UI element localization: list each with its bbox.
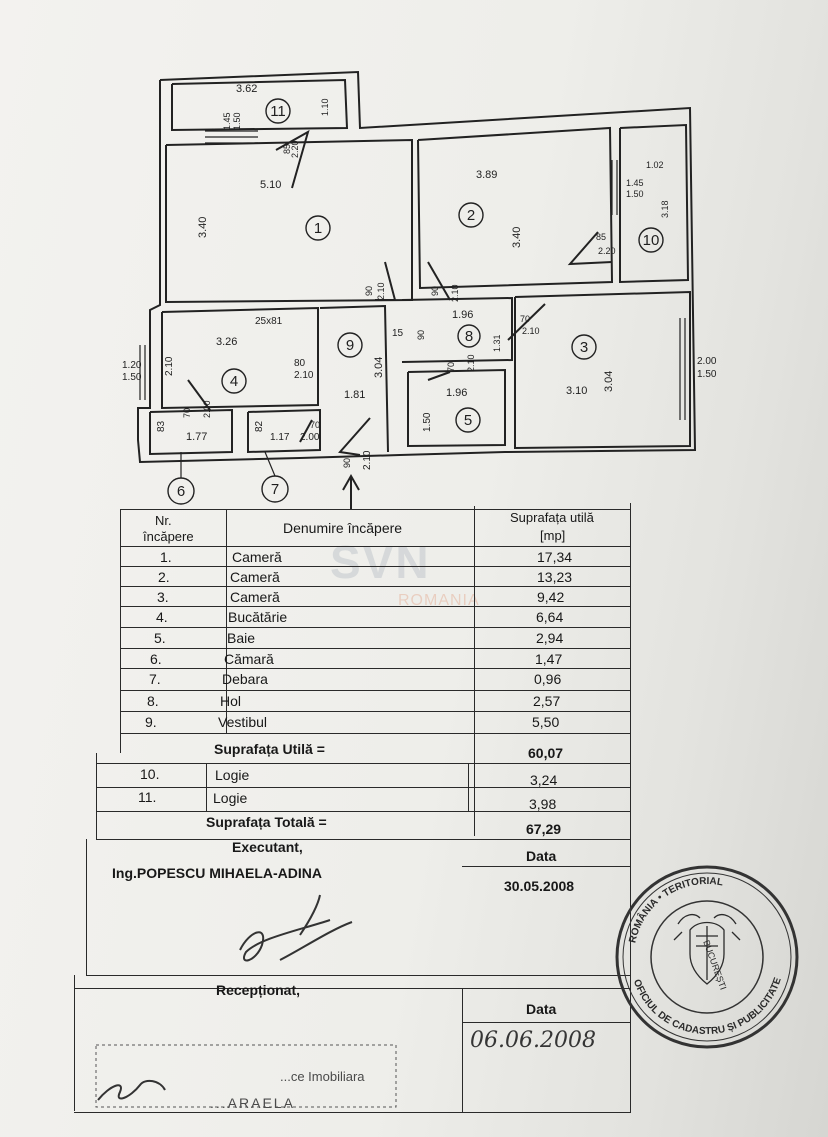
svg-text:2.10: 2.10 bbox=[376, 282, 386, 300]
svg-text:3.62: 3.62 bbox=[236, 83, 257, 95]
room-marker-1 bbox=[305, 215, 331, 241]
svg-text:15: 15 bbox=[392, 328, 404, 339]
svg-text:1.20: 1.20 bbox=[122, 360, 142, 371]
svg-text:3.40: 3.40 bbox=[511, 227, 523, 248]
room-label-9: 9 bbox=[346, 337, 354, 354]
svg-text:1.02: 1.02 bbox=[646, 160, 664, 170]
svg-text:1.50: 1.50 bbox=[232, 112, 242, 130]
svg-text:90: 90 bbox=[416, 330, 426, 340]
util-value: 60,07 bbox=[528, 745, 564, 761]
header-nr2: încăpere bbox=[143, 529, 194, 544]
svg-text:80: 80 bbox=[294, 358, 306, 369]
svg-text:90: 90 bbox=[430, 286, 440, 296]
header-area: Suprafața utilă bbox=[510, 510, 594, 525]
svg-text:1.45: 1.45 bbox=[222, 112, 232, 130]
svg-text:1.10: 1.10 bbox=[320, 98, 330, 116]
svg-text:2.20: 2.20 bbox=[598, 246, 616, 256]
room-label-2: 2 bbox=[467, 207, 475, 224]
receptie-date: 06.06.2008 bbox=[470, 1028, 596, 1053]
room-marker-3 bbox=[571, 334, 597, 360]
svg-text:83: 83 bbox=[156, 420, 167, 432]
receptie-name: ...ARAELA bbox=[210, 1095, 295, 1111]
svg-text:2.10: 2.10 bbox=[522, 326, 540, 336]
svg-text:1.50: 1.50 bbox=[122, 372, 142, 383]
room-label-7: 7 bbox=[271, 481, 279, 498]
official-stamp: ROMÂNIA • TERITORIAL OFICIUL DE CADASTRU… bbox=[615, 865, 799, 1049]
svg-text:5.10: 5.10 bbox=[260, 179, 281, 191]
executant-name: Ing.POPESCU MIHAELA-ADINA bbox=[112, 865, 322, 881]
dimension-labels: 3.62 1.45 1.50 1.10 2.20 85 5.10 3.40 3.… bbox=[122, 83, 717, 470]
svg-text:85: 85 bbox=[596, 232, 606, 242]
svg-text:2.00: 2.00 bbox=[697, 356, 717, 367]
svg-text:70: 70 bbox=[520, 314, 530, 324]
svg-text:1.31: 1.31 bbox=[492, 334, 502, 352]
room-marker-2 bbox=[458, 202, 484, 228]
receptionat-label: Recepționat, bbox=[216, 982, 301, 998]
room-label-8: 8 bbox=[465, 328, 473, 345]
svg-text:1.81: 1.81 bbox=[344, 389, 365, 401]
svg-text:3.10: 3.10 bbox=[566, 385, 587, 397]
header-unit: [mp] bbox=[540, 528, 566, 543]
room-label-11: 11 bbox=[270, 103, 286, 120]
svg-text:70: 70 bbox=[310, 420, 320, 430]
room-marker-4 bbox=[221, 368, 247, 394]
svg-text:1.96: 1.96 bbox=[446, 387, 467, 399]
room-marker-9 bbox=[337, 332, 363, 358]
svg-text:2.10: 2.10 bbox=[450, 284, 460, 302]
svg-text:2.00: 2.00 bbox=[300, 432, 320, 443]
svg-text:1.17: 1.17 bbox=[270, 432, 290, 443]
svg-text:25x81: 25x81 bbox=[255, 316, 283, 327]
header-name: Denumire încăpere bbox=[283, 520, 403, 536]
executant-date: 30.05.2008 bbox=[504, 878, 575, 894]
svg-text:1.50: 1.50 bbox=[422, 412, 433, 432]
room-marker-10 bbox=[638, 227, 664, 253]
header-nr: Nr. bbox=[155, 513, 172, 528]
svg-text:2.10: 2.10 bbox=[164, 356, 175, 376]
executant-label: Executant, bbox=[232, 839, 303, 855]
svg-text:3.18: 3.18 bbox=[660, 200, 670, 218]
room-marker-11 bbox=[265, 98, 291, 124]
svg-text:2.10: 2.10 bbox=[362, 450, 373, 470]
svg-text:2.20: 2.20 bbox=[290, 140, 300, 158]
svg-text:1.45: 1.45 bbox=[626, 178, 644, 188]
svg-text:1.50: 1.50 bbox=[697, 369, 717, 380]
room-label-4: 4 bbox=[230, 373, 238, 390]
svg-text:3.04: 3.04 bbox=[603, 371, 615, 392]
svg-text:70: 70 bbox=[446, 362, 456, 372]
receptie-stamp-text: ...ce Imobiliara bbox=[280, 1069, 365, 1084]
svg-text:3.26: 3.26 bbox=[216, 336, 237, 348]
svg-text:1.77: 1.77 bbox=[186, 431, 207, 443]
room-label-1: 1 bbox=[314, 220, 322, 237]
room-marker-8 bbox=[457, 324, 481, 348]
svg-text:3.89: 3.89 bbox=[476, 169, 497, 181]
coat-of-arms-icon bbox=[673, 913, 741, 985]
svg-text:3.04: 3.04 bbox=[373, 357, 385, 378]
room-label-6: 6 bbox=[177, 483, 185, 500]
svg-text:2.00: 2.00 bbox=[202, 400, 212, 418]
svg-text:2.10: 2.10 bbox=[294, 370, 314, 381]
total-value: 67,29 bbox=[526, 821, 562, 837]
room-label-10: 10 bbox=[643, 232, 660, 249]
total-label: Suprafața Totală = bbox=[206, 814, 327, 830]
svg-text:90: 90 bbox=[364, 286, 374, 296]
util-label: Suprafața Utilă = bbox=[214, 741, 325, 757]
svg-text:82: 82 bbox=[254, 420, 265, 432]
room-marker-5 bbox=[455, 407, 481, 433]
room-label-3: 3 bbox=[580, 339, 588, 356]
room-label-5: 5 bbox=[464, 412, 472, 429]
svg-text:90: 90 bbox=[342, 458, 352, 468]
svg-text:70: 70 bbox=[182, 408, 192, 418]
data-label-2: Data bbox=[526, 1001, 557, 1017]
svg-text:2.10: 2.10 bbox=[466, 354, 476, 372]
svg-text:85: 85 bbox=[282, 144, 292, 154]
svg-text:1.50: 1.50 bbox=[626, 189, 644, 199]
svg-text:1.96: 1.96 bbox=[452, 309, 473, 321]
entrance-arrow-icon bbox=[342, 473, 360, 510]
data-label-1: Data bbox=[526, 848, 557, 864]
svg-text:3.40: 3.40 bbox=[197, 217, 209, 238]
